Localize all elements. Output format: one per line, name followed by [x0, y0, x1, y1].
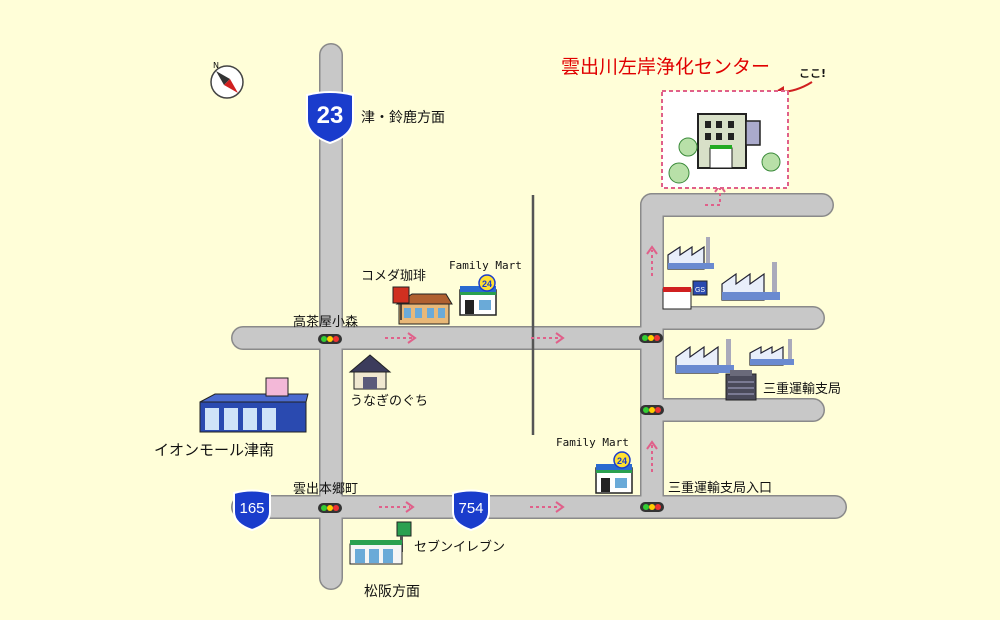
familymart-label-1: Family Mart	[449, 259, 522, 272]
direction-north-label: 津・鈴鹿方面	[361, 109, 445, 126]
tree-icon	[668, 137, 781, 184]
cafe-icon	[392, 286, 453, 325]
traffic-light-icon	[318, 334, 342, 344]
transport-bureau-label: 三重運輸支局	[763, 381, 841, 397]
traffic-light-icon	[318, 503, 342, 513]
convenience-store-icon: 24	[595, 451, 633, 494]
factory-icon	[721, 262, 780, 301]
factory-icon	[667, 237, 714, 270]
traffic-light-icon	[640, 502, 664, 512]
familymart-label-2: Family Mart	[556, 436, 629, 449]
route-754-number: 754	[458, 500, 483, 517]
treatment-plant-icon	[697, 113, 761, 169]
here-label: ここ!	[799, 67, 826, 80]
route-754-shield: 754	[452, 489, 490, 532]
gas-station-icon: GS	[662, 280, 708, 310]
seven-eleven-label: セブンイレブン	[414, 539, 505, 555]
convenience-store-icon	[349, 521, 412, 565]
familymart-24-badge-2: 24	[617, 456, 627, 466]
office-building-icon	[725, 370, 757, 401]
gas-station-sign: GS	[695, 287, 705, 294]
restaurant-icon	[348, 354, 392, 390]
route-165-number: 165	[239, 500, 264, 517]
convenience-store-icon: 24	[459, 274, 497, 316]
unagi-label: うなぎのぐち	[350, 394, 428, 409]
traffic-signals	[318, 333, 664, 513]
route-165-shield: 165	[233, 489, 271, 532]
traffic-light-icon	[640, 405, 664, 415]
takachaya-komori-label: 高茶屋小森	[293, 314, 358, 330]
traffic-light-icon	[639, 333, 663, 343]
svg-text:N: N	[213, 61, 219, 70]
shopping-mall-icon	[199, 377, 309, 433]
route-23-shield: 23	[306, 91, 354, 145]
route-23-number: 23	[317, 102, 344, 129]
direction-south-label: 松阪方面	[364, 584, 420, 600]
destination-title: 雲出川左岸浄化センター	[561, 56, 770, 78]
komeda-label: コメダ珈琲	[361, 269, 426, 284]
route-arrows	[379, 183, 726, 513]
familymart-24-badge: 24	[482, 279, 492, 289]
transport-entrance-label: 三重運輸支局入口	[668, 480, 772, 496]
compass-icon: N	[210, 61, 244, 99]
factory-icon	[749, 339, 794, 366]
aeon-mall-label: イオンモール津南	[154, 441, 274, 459]
factory-icon	[675, 339, 734, 374]
hongocho-label: 雲出本郷町	[293, 482, 358, 497]
